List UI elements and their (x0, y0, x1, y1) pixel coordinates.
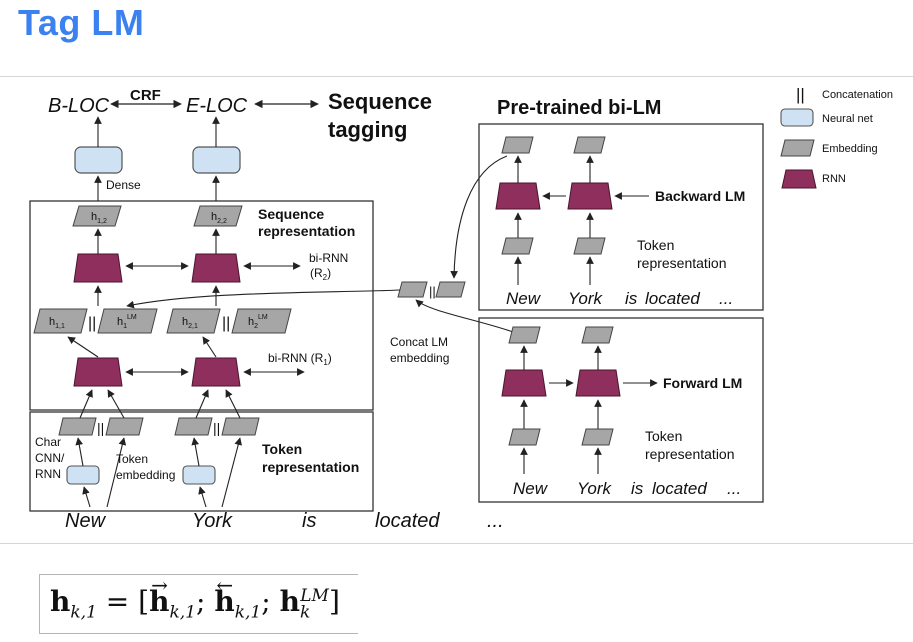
concat-lm-embedding-1 (397, 281, 428, 298)
slide-title: Tag LM (18, 2, 145, 43)
char-cnn-label: Char CNN/ RNN (35, 435, 68, 481)
legend-neural-net-label: Neural net (822, 113, 873, 125)
h12-embedding (72, 205, 122, 227)
bwd-token-representation-label: Token representation (637, 237, 727, 271)
concat-lm-embedding-2 (435, 281, 466, 298)
fwd-output-embedding-2 (581, 326, 614, 344)
fwd-words: New York is located ... (513, 479, 741, 498)
h1lm-embedding (97, 308, 158, 334)
token-embedding-1 (105, 417, 144, 436)
fwd-rnn-1 (501, 369, 547, 397)
forward-to-concat-arrow (415, 299, 517, 334)
bwd-output-embedding-1 (501, 136, 534, 154)
legend-rnn-swatch (781, 169, 817, 189)
word-ellipsis: ... (487, 510, 504, 532)
sequence-tagging-label: Sequence tagging (328, 89, 438, 142)
legend-embedding-label: Embedding (822, 143, 878, 155)
svg-text:||: || (97, 420, 104, 436)
crf-label: CRF (130, 87, 161, 104)
word-york: York (192, 510, 233, 532)
token-representation-box (29, 411, 374, 512)
rnn-r1-2 (191, 357, 241, 387)
h12-label: h1,2 (91, 211, 107, 225)
bwd-rnn-1 (495, 182, 541, 210)
formula: hk,1 = [hk,1; hk,1; hkLM] (50, 573, 340, 623)
legend-rnn-label: RNN (822, 173, 846, 185)
h11-label: h1,1 (49, 316, 65, 330)
fwd-rnn-2 (575, 369, 621, 397)
concat-symbol-2: || (222, 315, 230, 332)
formula-box: hk,1 = [hk,1; hk,1; hkLM] (39, 573, 358, 634)
word-located: located (375, 510, 440, 532)
forward-lm-label: Forward LM (663, 375, 742, 391)
svg-text:||: || (213, 420, 220, 436)
concat-to-h1lm-arrow (126, 289, 401, 309)
dense-neural-net-2 (192, 146, 241, 174)
legend-concatenation-label: Concatenation (822, 89, 893, 101)
bwd-input-embedding-2 (573, 237, 606, 255)
concat-lm-label: Concat LM embedding (390, 335, 451, 365)
fwd-input-embedding-2 (581, 428, 614, 446)
top-divider (0, 76, 913, 77)
bwd-rnn-2 (567, 182, 613, 210)
rnn-r2-2 (191, 253, 241, 283)
token-embedding-label: Token embedding (116, 452, 175, 482)
word-is: is (302, 510, 316, 532)
h22-label: h2,2 (211, 211, 227, 225)
word-new: New (65, 510, 107, 532)
taglm-diagram: B-LOC E-LOC CRF Sequence tagging Dense S… (29, 85, 893, 532)
legend-neural-net-swatch (780, 108, 814, 127)
h22-embedding (193, 205, 243, 227)
backward-lm-label: Backward LM (655, 188, 745, 204)
legend: || Concatenation Neural net Embedding RN… (780, 85, 893, 189)
h11-embedding (33, 308, 88, 334)
birnn-r1-label: bi-RNN (R1) (268, 351, 332, 367)
backward-lm-box (478, 123, 764, 311)
h2lm-embedding (231, 308, 292, 334)
fwd-input-embedding-1 (508, 428, 541, 446)
rnn-r1-1 (73, 357, 123, 387)
legend-embedding-swatch (780, 139, 815, 157)
token-representation-label: Token representation (262, 441, 359, 475)
rnn-r2-1 (73, 253, 123, 283)
h21-embedding (166, 308, 221, 334)
char-cnn-1 (66, 465, 100, 485)
char-embedding-1 (58, 417, 97, 436)
fwd-token-representation-label: Token representation (645, 428, 735, 462)
bwd-output-embedding-2 (573, 136, 606, 154)
h1lm-label: h1LM (117, 314, 137, 330)
h2lm-label: h2LM (248, 314, 268, 330)
h21-label: h2,1 (182, 316, 198, 330)
dense-neural-net-1 (74, 146, 123, 174)
dense-label: Dense (106, 178, 141, 192)
forward-lm-box (478, 317, 764, 503)
sequence-representation-box (29, 200, 374, 411)
char-cnn-2 (182, 465, 216, 485)
char-embedding-2 (174, 417, 213, 436)
fwd-output-embedding-1 (508, 326, 541, 344)
svg-text:||: || (429, 284, 436, 299)
e-loc-label: E-LOC (186, 95, 248, 117)
sequence-representation-label: Sequence representation (258, 206, 355, 239)
birnn-r2-label: bi-RNN (R2) (309, 251, 352, 282)
b-loc-label: B-LOC (48, 95, 110, 117)
backward-to-concat-arrow (450, 155, 508, 279)
legend-concat-symbol: || (796, 85, 805, 104)
bottom-divider (0, 543, 913, 544)
bwd-input-embedding-1 (501, 237, 534, 255)
bwd-words: New York is located ... (506, 289, 733, 308)
token-embedding-2 (221, 417, 260, 436)
pretrained-bilm-title: Pre-trained bi-LM (497, 97, 661, 119)
concat-symbol-1: || (88, 315, 96, 332)
